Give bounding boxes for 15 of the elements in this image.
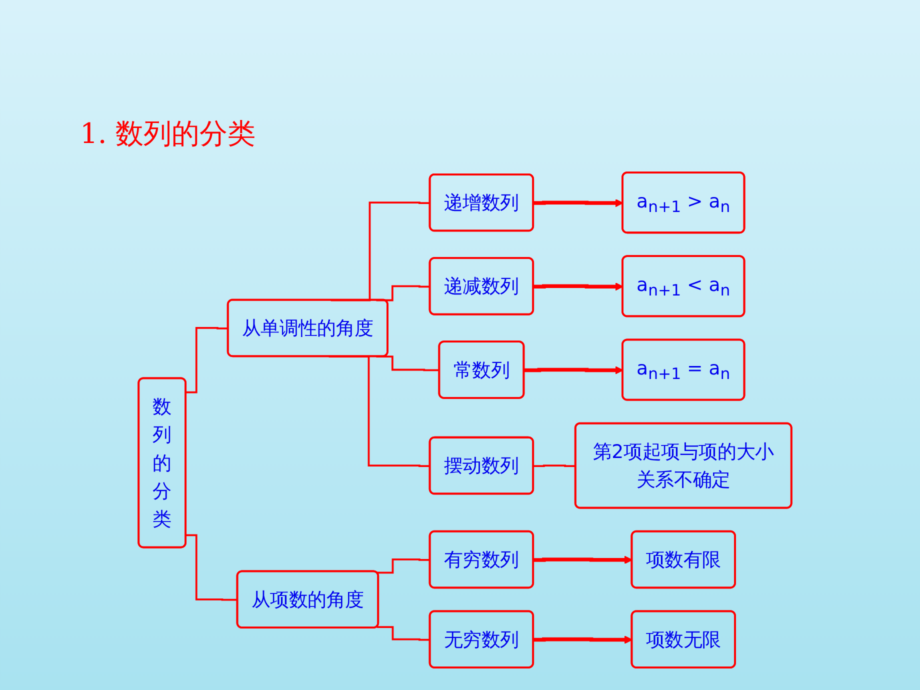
arrow [534,282,624,291]
connector [376,558,430,574]
connector [186,534,238,601]
connector [330,202,430,302]
connector [534,464,576,467]
title: 1. 数列的分类 [80,116,256,152]
connector [328,356,430,467]
arrow [534,636,633,644]
arrow [534,556,633,564]
arrow [524,366,624,374]
arrow [534,198,624,208]
connector [376,356,440,372]
connector [186,327,228,394]
connector [376,626,430,641]
connector [376,285,430,302]
